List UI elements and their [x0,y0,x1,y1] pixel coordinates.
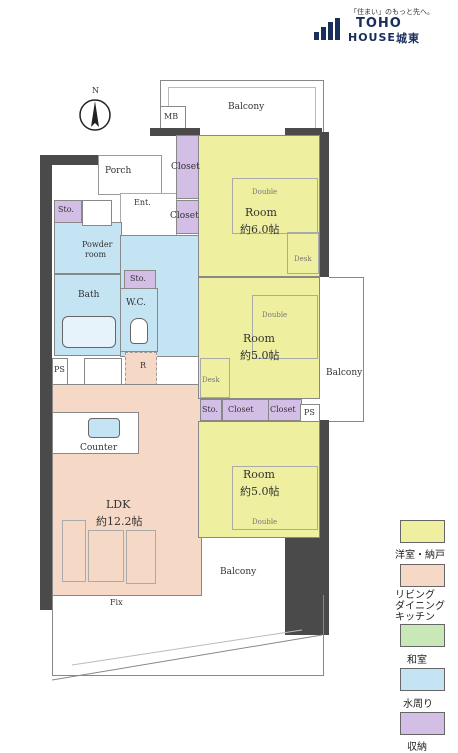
stove [84,358,122,386]
balcony-top-outline [160,80,324,133]
ldk-bay [150,420,200,540]
bed-double-1 [232,178,318,234]
sink [88,418,120,438]
wc-room [120,288,158,352]
bed-double-2 [252,295,318,359]
legend-swatch-storage [400,712,445,735]
room-2-name: Room [243,332,275,345]
balcony-bottom-rail [52,629,323,681]
closet-3-label: Closet [228,405,254,414]
balcony-right-outline [329,277,364,422]
bath-label: Bath [78,290,100,300]
balcony-bottom-outline [52,595,324,676]
ldk-size: 約12.2帖 [96,515,143,528]
room-1 [198,135,320,277]
desk-1-label: Desk [294,255,312,263]
balcony-top-label: Balcony [228,102,265,112]
bed-double-3 [232,466,318,530]
legend-label-water: 水周り [403,699,433,710]
legend-swatch-ldk [400,564,445,587]
legend-label-ldk: リビング ダイニング キッチン [395,590,445,623]
powder-room-label-2: room [85,250,107,259]
refrigerator-space [125,352,157,386]
compass-north-label: N [92,86,99,95]
desk-2-label: Desk [202,376,220,384]
closet-2-label: Closet [170,211,199,221]
compass-icon [79,99,111,131]
double-2-label: Double [262,311,288,319]
sto-1-label: Sto. [58,205,74,214]
closet-1-label: Closet [171,162,200,172]
wall-right-bottom [285,530,329,635]
sto-2-label: Sto. [130,274,146,283]
legend-swatch-water [400,668,445,691]
closet-entrance-1 [176,135,200,199]
r-label: R [140,361,147,370]
legend-label-storage: 収納 [407,742,427,753]
washbasin-counter [82,200,112,226]
wall-left [40,155,52,610]
sofa-left [62,520,86,582]
balcony-right-label: Balcony [326,368,363,378]
ent-label: Ent. [134,198,151,207]
desk-2 [200,358,230,398]
legend-swatch-western-room [400,520,445,543]
sto-3-label: Sto. [202,405,218,414]
table [88,530,124,582]
legend: 洋室・納戸 リビング ダイニング キッチン 和室 水周り 収納 [395,520,458,753]
brand-mark-icon [314,18,340,40]
legend-swatch-japanese-room [400,624,445,647]
powder-room [54,222,122,274]
double-1-label: Double [252,188,278,196]
room-3-name: Room [243,468,275,481]
closet-4-label: Closet [270,405,296,414]
room-1-size: 約6.0帖 [240,223,280,236]
room-3-size: 約5.0帖 [240,485,280,498]
sto-right-box [200,399,222,421]
mb-label: MB [164,112,179,121]
bathtub [62,316,116,348]
entrance-area [120,193,177,237]
wall-top-left [40,155,98,165]
wall-top-right [285,128,322,138]
room-3 [198,421,320,538]
fix-label: Fix [110,598,123,607]
room-2-size: 約5.0帖 [240,349,280,362]
brand-tagline: 「住まい」のもっと先へ。 [350,8,434,16]
porch-label: Porch [105,166,132,176]
north-compass: N [78,86,112,136]
legend-label-western-room: 洋室・納戸 [395,550,445,561]
toilet [130,318,148,344]
room-2 [198,277,320,399]
brand-name-line2: HOUSE [348,31,396,44]
brand-name-line1: TOHO [356,16,402,31]
wall-right-upper [318,132,329,277]
balcony-bottom-label: Balcony [220,567,257,577]
ps-right-label: PS [304,408,315,417]
room-1-name: Room [245,206,277,219]
counter-label: Counter [80,443,118,453]
double-3-label: Double [252,518,278,526]
wc-label: W.C. [126,298,146,308]
wall-top-mid [150,128,200,136]
brand-branch: 城東 [396,32,420,45]
ps-left-label: PS [54,365,65,374]
wall-right-lower [318,420,329,540]
sofa-right [126,530,156,584]
powder-room-label-1: Powder [82,240,113,249]
sto-left [54,200,82,224]
legend-label-japanese-room: 和室 [407,655,427,666]
porch-area [98,155,162,195]
brand-logo: 「住まい」のもっと先へ。 TOHO HOUSE 城東 [312,6,452,46]
ldk-name: LDK [106,498,131,511]
desk-1 [287,232,319,274]
